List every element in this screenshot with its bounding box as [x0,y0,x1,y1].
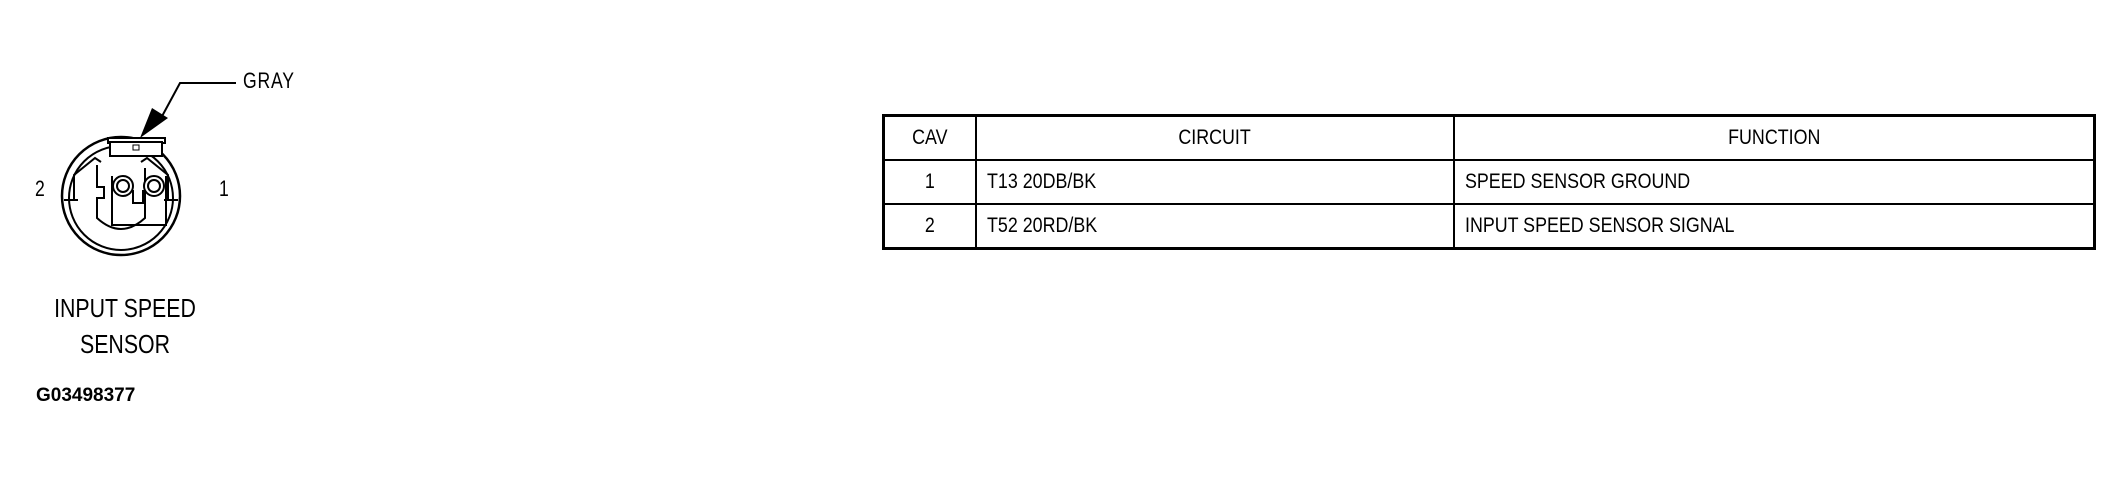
cell-function: SPEED SENSOR GROUND [1453,159,2096,205]
pin-2-label: 2 [35,176,45,201]
table-row: 1 T13 20DB/BK SPEED SENSOR GROUND [882,159,2096,205]
pin-1-label: 1 [219,176,229,201]
header-cav: CAV [882,114,977,161]
connector-name: INPUT SPEED SENSOR [47,290,203,362]
header-circuit: CIRCUIT [975,114,1455,161]
connector-color-label: GRAY [243,68,295,93]
cell-function: INPUT SPEED SENSOR SIGNAL [1453,203,2096,250]
connector-name-line2: SENSOR [79,329,171,359]
table-header-row: CAV CIRCUIT FUNCTION [882,114,2096,161]
cell-circuit: T13 20DB/BK [975,159,1455,205]
cell-circuit: T52 20RD/BK [975,203,1455,250]
pinout-table: CAV CIRCUIT FUNCTION 1 T13 20DB/BK SPEED… [882,114,2096,250]
cell-cav: 2 [882,203,977,250]
connector-face-icon [60,82,236,257]
header-function: FUNCTION [1453,114,2096,161]
table-row: 2 T52 20RD/BK INPUT SPEED SENSOR SIGNAL [882,203,2096,250]
figure-id: G03498377 [36,385,136,406]
connector-name-line1: INPUT SPEED [54,293,196,323]
cell-cav: 1 [882,159,977,205]
